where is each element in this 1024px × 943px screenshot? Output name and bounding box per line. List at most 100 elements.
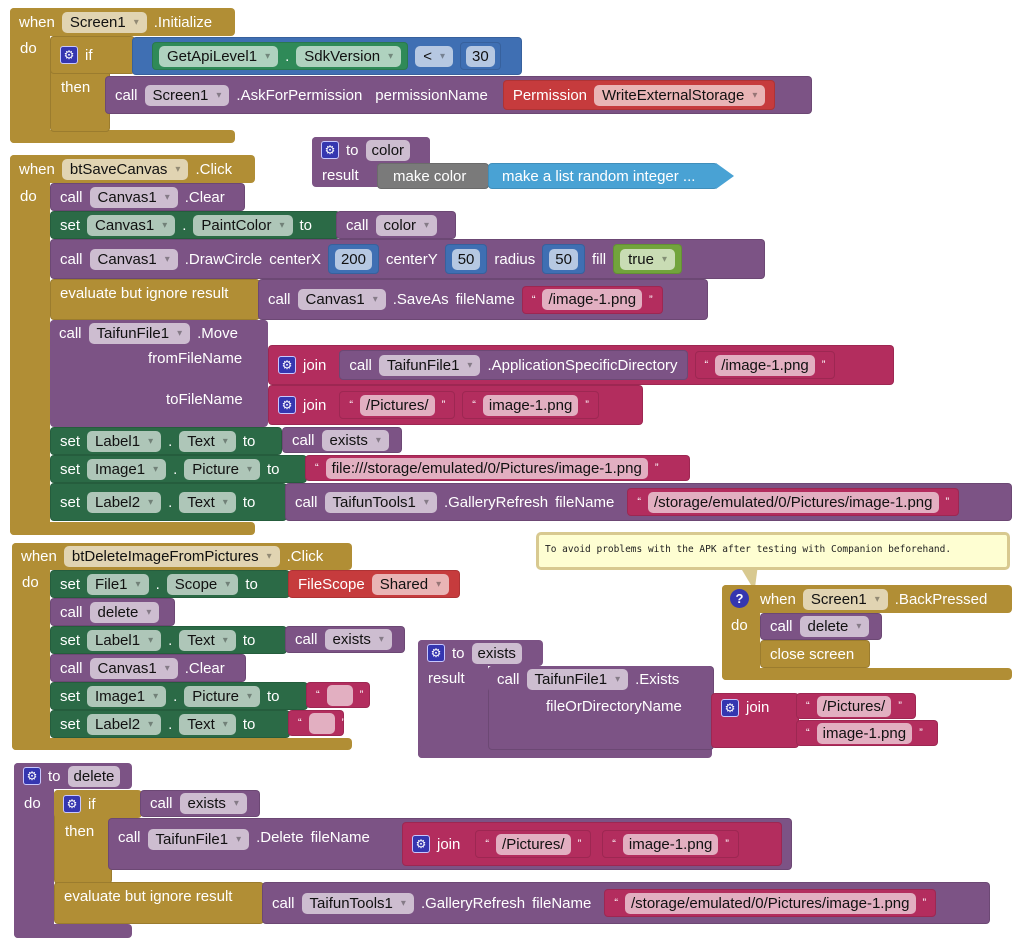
join-block[interactable]: join /Pictures/ image-1.png <box>268 385 643 425</box>
procedure-name[interactable]: delete <box>67 765 121 787</box>
call-delete[interactable]: call delete <box>50 598 175 626</box>
component-dropdown[interactable]: TaifunFile1 <box>526 668 629 690</box>
gear-icon[interactable] <box>321 141 339 159</box>
string-block[interactable]: image-1.png <box>796 720 938 746</box>
call-draw-circle[interactable]: call Canvas1 .DrawCircle centerX 200 cen… <box>50 239 765 279</box>
string-value[interactable]: image-1.png <box>482 394 579 416</box>
set-label1-text[interactable]: set Label1 . Text to <box>50 427 282 455</box>
gear-icon[interactable] <box>278 396 296 414</box>
component-dropdown[interactable]: Canvas1 <box>89 657 178 679</box>
component-dropdown[interactable]: TaifunFile1 <box>378 354 481 376</box>
evaluate-ignore-block[interactable]: evaluate but ignore result <box>54 882 264 924</box>
call-gallery-refresh[interactable]: call TaifunTools1 .GalleryRefresh fileNa… <box>262 882 990 924</box>
api-property-dropdown[interactable]: SdkVersion <box>296 45 402 67</box>
string-block[interactable]: file:///storage/emulated/0/Pictures/imag… <box>305 455 690 481</box>
empty-string-block[interactable] <box>306 682 370 708</box>
procedure-name[interactable]: exists <box>471 642 522 664</box>
call-gallery-refresh[interactable]: call TaifunTools1 .GalleryRefresh fileNa… <box>285 483 1012 521</box>
procedure-dropdown[interactable]: exists <box>321 429 389 451</box>
property-dropdown[interactable]: Text <box>179 629 236 651</box>
empty-string-block[interactable] <box>288 710 344 736</box>
property-dropdown[interactable]: Text <box>179 713 236 735</box>
component-dropdown[interactable]: Canvas1 <box>87 214 176 236</box>
comment-bubble[interactable]: To avoid problems with the APK after tes… <box>536 532 1010 570</box>
call-canvas-clear[interactable]: call Canvas1 .Clear <box>50 183 245 211</box>
operator-dropdown[interactable]: < <box>415 45 453 67</box>
string-value[interactable]: image-1.png <box>816 722 913 744</box>
set-label1-text[interactable]: set Label1 . Text to <box>50 626 287 654</box>
api-component-dropdown[interactable]: GetApiLevel1 <box>159 45 279 67</box>
component-dropdown[interactable]: Canvas1 <box>89 186 178 208</box>
string-value[interactable] <box>326 684 353 706</box>
string-value[interactable]: /image-1.png <box>542 289 643 310</box>
call-ask-permission[interactable]: call Screen1 .AskForPermission permissio… <box>105 76 812 114</box>
gear-icon[interactable] <box>721 699 739 717</box>
call-exists[interactable]: call exists <box>285 626 405 653</box>
join-block[interactable]: join <box>711 693 799 748</box>
component-dropdown[interactable]: Screen1 <box>802 588 888 610</box>
set-label2-text[interactable]: set Label2 . Text to <box>50 710 290 738</box>
component-dropdown[interactable]: btDeleteImageFromPictures <box>63 546 280 567</box>
gear-icon[interactable] <box>63 795 81 813</box>
component-dropdown[interactable]: Label1 <box>87 629 162 651</box>
string-value[interactable]: /Pictures/ <box>496 833 571 855</box>
scope-dropdown[interactable]: Shared <box>371 573 450 595</box>
set-paint-color[interactable]: set Canvas1 . PaintColor to <box>50 211 340 239</box>
property-dropdown[interactable]: Text <box>179 430 236 452</box>
string-value[interactable]: /Pictures/ <box>360 394 435 416</box>
component-dropdown[interactable]: Image1 <box>87 685 167 707</box>
component-dropdown[interactable]: Screen1 <box>61 11 147 33</box>
component-dropdown[interactable]: File1 <box>87 573 149 595</box>
join-block[interactable]: join call TaifunFile1 .ApplicationSpecif… <box>268 345 894 385</box>
join-block[interactable]: join /Pictures/ image-1.png <box>402 822 782 866</box>
call-exists[interactable]: call exists <box>140 790 260 817</box>
component-dropdown[interactable]: TaifunTools1 <box>301 892 414 914</box>
compare-block[interactable]: GetApiLevel1 . SdkVersion < 30 <box>132 37 522 75</box>
component-dropdown[interactable]: TaifunFile1 <box>147 829 250 850</box>
call-canvas-saveas[interactable]: call Canvas1 .SaveAs fileName /image-1.p… <box>258 279 708 320</box>
component-dropdown[interactable]: Label2 <box>87 713 162 735</box>
number-value[interactable]: 50 <box>451 248 481 270</box>
property-dropdown[interactable]: Scope <box>166 573 239 595</box>
procedure-name[interactable]: color <box>365 139 411 161</box>
set-image1-picture[interactable]: set Image1 . Picture to <box>50 682 308 710</box>
procedure-dropdown[interactable]: exists <box>179 793 247 814</box>
string-value[interactable]: image-1.png <box>622 833 719 855</box>
string-value[interactable]: /Pictures/ <box>816 695 892 717</box>
string-value[interactable]: file:///storage/emulated/0/Pictures/imag… <box>325 457 648 479</box>
procedure-dropdown[interactable]: exists <box>324 629 392 650</box>
procedure-dropdown[interactable]: color <box>375 214 438 236</box>
make-color-block[interactable]: make color <box>377 163 489 189</box>
component-dropdown[interactable]: TaifunTools1 <box>324 491 437 513</box>
component-dropdown[interactable]: Canvas1 <box>89 248 178 270</box>
component-dropdown[interactable]: TaifunFile1 <box>88 322 191 344</box>
help-icon[interactable] <box>730 589 749 608</box>
procedure-dropdown[interactable]: delete <box>89 601 160 623</box>
gear-icon[interactable] <box>412 835 430 853</box>
make-list-block[interactable]: make a list random integer ... <box>488 163 718 189</box>
evaluate-ignore-block[interactable]: evaluate but ignore result <box>50 279 260 320</box>
string-value[interactable]: /image-1.png <box>715 354 815 376</box>
string-value[interactable] <box>308 712 335 734</box>
gear-icon[interactable] <box>60 46 78 64</box>
call-color-procedure[interactable]: call color <box>336 211 456 239</box>
permission-block[interactable]: Permission WriteExternalStorage <box>502 80 776 110</box>
component-dropdown[interactable]: Image1 <box>87 458 167 480</box>
set-image1-picture[interactable]: set Image1 . Picture to <box>50 455 307 483</box>
set-file-scope[interactable]: set File1 . Scope to <box>50 570 290 598</box>
boolean-dropdown[interactable]: true <box>620 248 675 270</box>
call-delete[interactable]: call delete <box>760 613 882 640</box>
string-value[interactable]: /storage/emulated/0/Pictures/image-1.png <box>648 491 939 513</box>
property-dropdown[interactable]: Picture <box>184 458 260 480</box>
string-value[interactable]: /storage/emulated/0/Pictures/image-1.png <box>625 892 916 914</box>
property-dropdown[interactable]: Picture <box>184 685 260 707</box>
permission-dropdown[interactable]: WriteExternalStorage <box>594 84 766 106</box>
property-dropdown[interactable]: Text <box>179 491 236 513</box>
component-dropdown[interactable]: Screen1 <box>144 84 230 106</box>
number-value[interactable]: 50 <box>549 248 578 270</box>
component-dropdown[interactable]: Label2 <box>87 491 162 513</box>
call-exists[interactable]: call exists <box>282 427 402 453</box>
gear-icon[interactable] <box>427 644 445 662</box>
string-block[interactable]: /Pictures/ <box>796 693 916 719</box>
component-dropdown[interactable]: Canvas1 <box>297 289 386 310</box>
